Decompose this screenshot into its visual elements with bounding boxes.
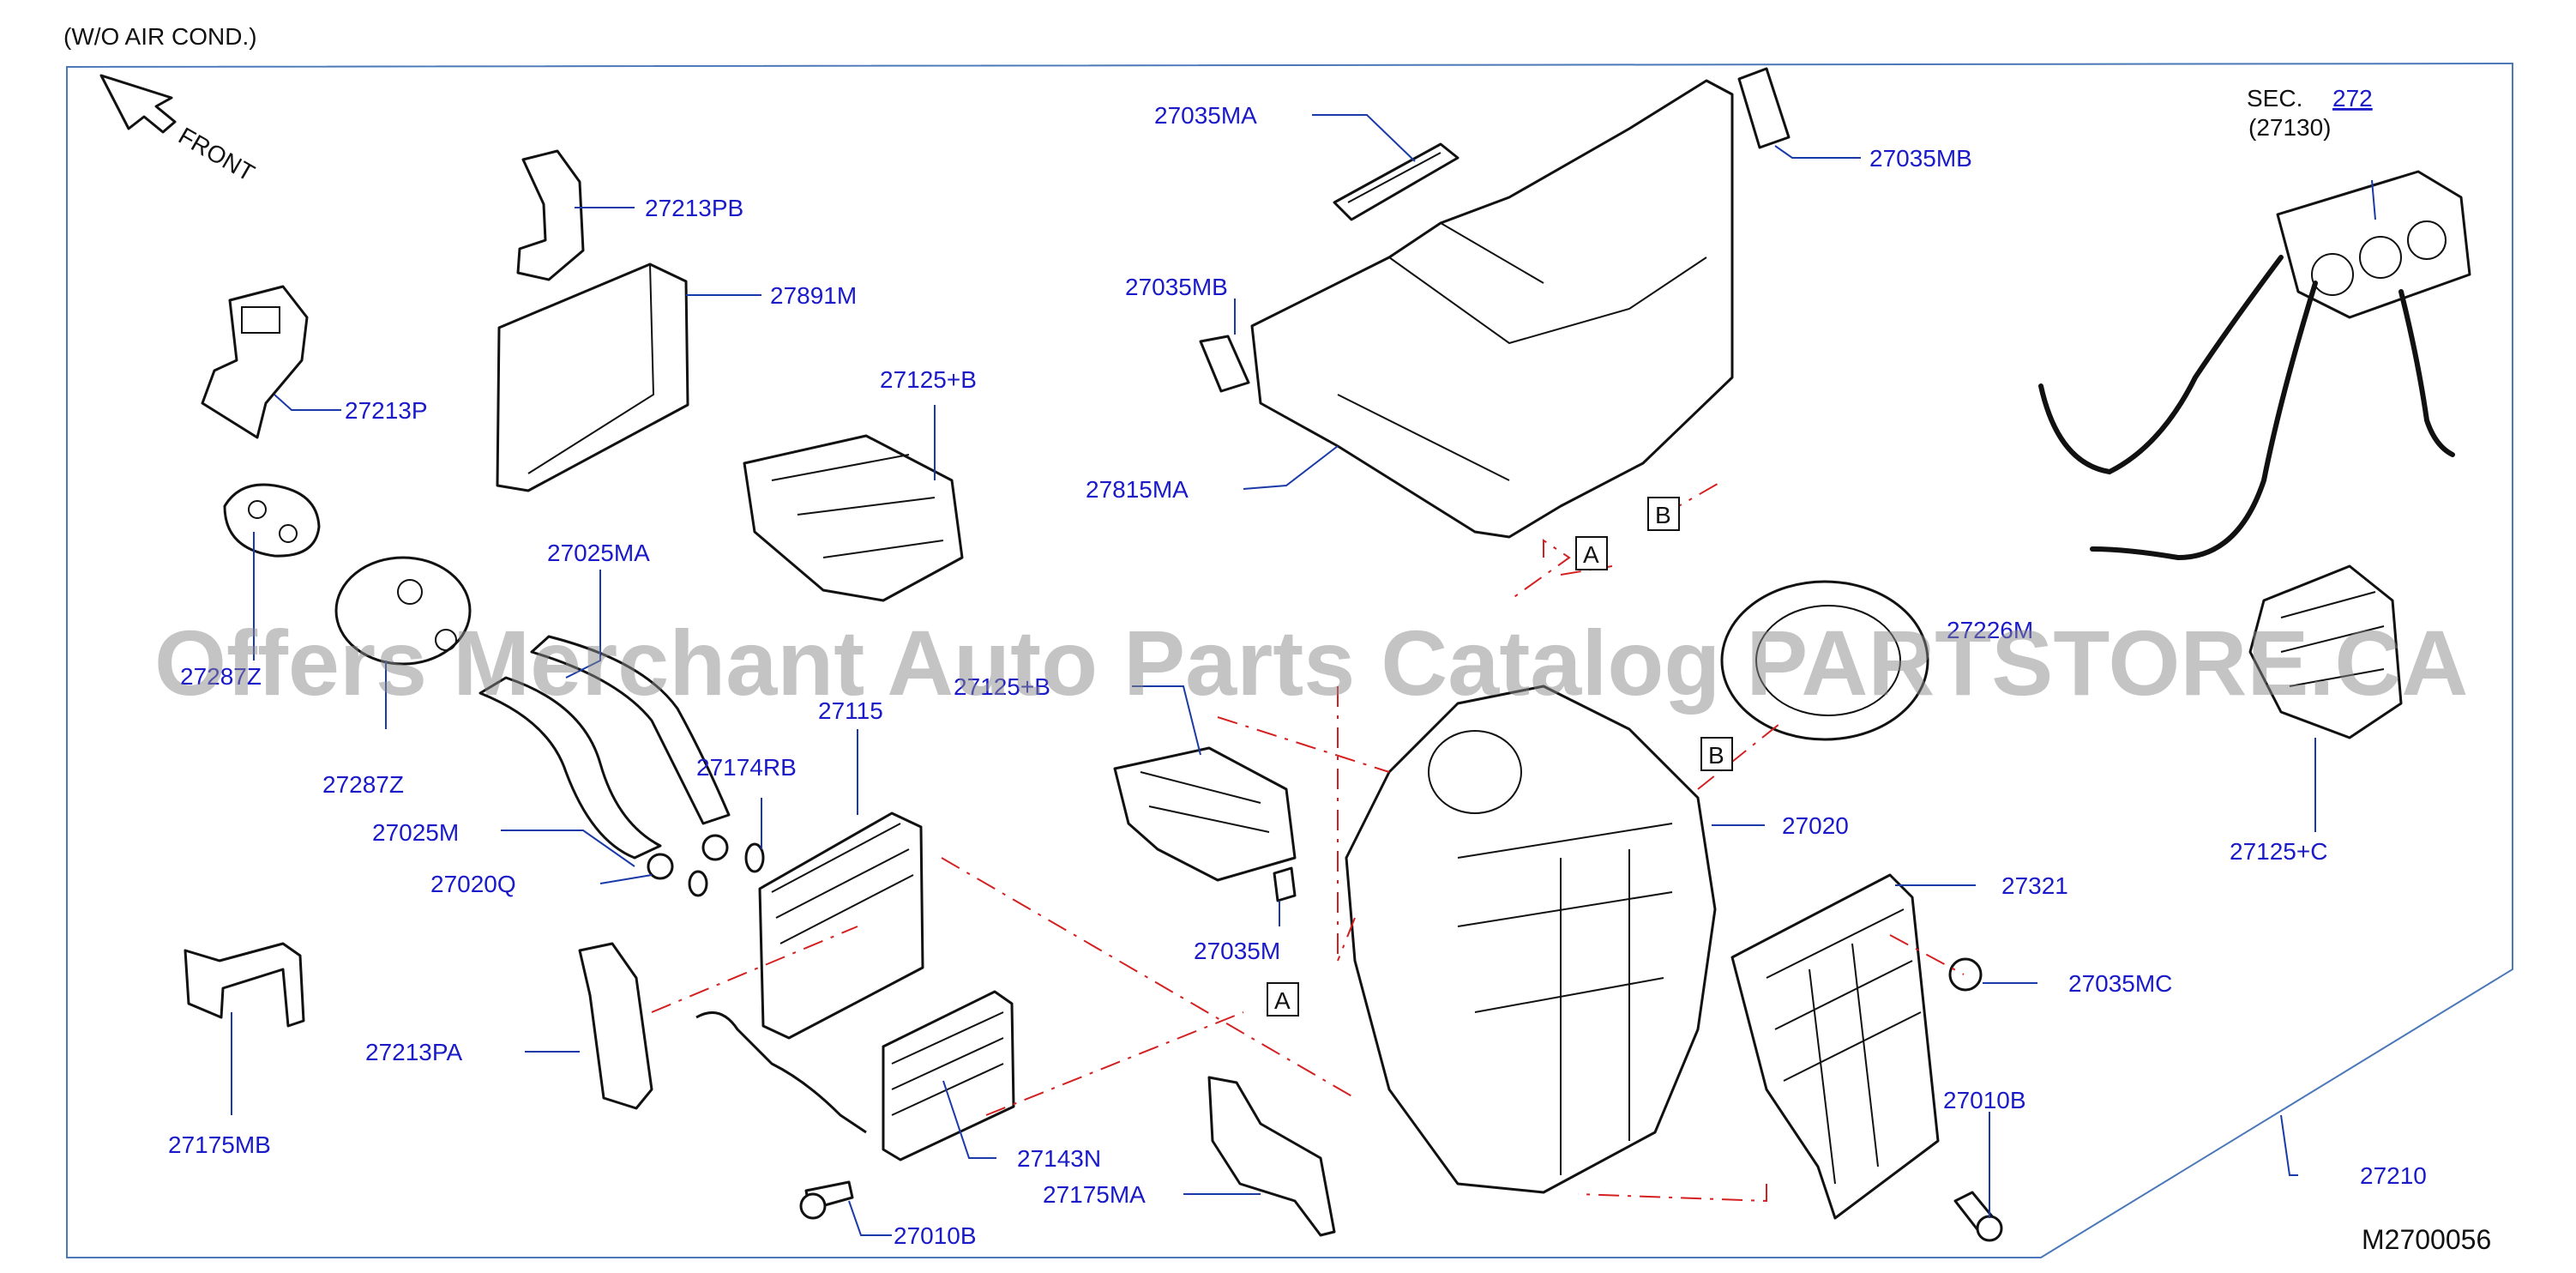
label-27213PA: 27213PA xyxy=(365,1039,462,1065)
bolt-27010B-left-shape xyxy=(799,1180,854,1220)
part-27020-shape xyxy=(1345,685,1717,1194)
section-ref-link[interactable]: 272 xyxy=(2332,85,2373,112)
view-marker-b-top-box xyxy=(1647,497,1680,531)
label-27035M: 27035M xyxy=(1194,938,1280,964)
label-27020Q: 27020Q xyxy=(430,871,516,897)
label-27035MC: 27035MC xyxy=(2068,970,2172,997)
section-ref-prefix: SEC. xyxy=(2247,85,2302,112)
diagram-code: M2700056 xyxy=(2362,1224,2491,1255)
label-27143N: 27143N xyxy=(1017,1145,1101,1172)
label-27025M: 27025M xyxy=(372,819,459,846)
part-27035MC-shape xyxy=(1948,957,1983,992)
part-27213PA-shape xyxy=(578,942,653,1110)
label-27321: 27321 xyxy=(2001,872,2068,899)
label-27125B-mid: 27125+B xyxy=(954,673,1050,700)
label-27175MA: 27175MA xyxy=(1043,1181,1146,1208)
label-27035MB-left: 27035MB xyxy=(1125,274,1228,300)
part-27035MB-left-shape xyxy=(1199,335,1250,393)
label-27125C: 27125+C xyxy=(2230,838,2327,865)
view-marker-b-top: B xyxy=(1655,502,1671,528)
label-27287Z-b: 27287Z xyxy=(322,771,404,798)
part-27321-shape xyxy=(1730,873,1940,1220)
part-27035MB-top-shape xyxy=(1737,67,1791,149)
label-27175MB: 27175MB xyxy=(168,1131,271,1158)
front-arrow-icon xyxy=(99,74,177,134)
diagram-frame xyxy=(66,62,2513,1258)
heater-hoses-shape xyxy=(478,635,765,897)
view-marker-a-top: A xyxy=(1583,541,1599,568)
front-label: FRONT xyxy=(174,122,259,186)
label-27213P: 27213P xyxy=(345,397,428,424)
bolt-27010B-right-shape xyxy=(1953,1191,2003,1242)
label-27210: 27210 xyxy=(2360,1162,2427,1189)
label-27010B-left: 27010B xyxy=(894,1222,977,1249)
label-27815MA: 27815MA xyxy=(1086,476,1189,503)
watermark-text: Offers Merchant Auto Parts Catalog PARTS… xyxy=(154,611,2468,715)
label-27115: 27115 xyxy=(818,697,883,724)
part-27115-shape xyxy=(758,811,924,1040)
part-27815MA-shape xyxy=(1250,79,1734,539)
view-marker-a-low-box xyxy=(1267,982,1299,1017)
label-27025MA: 27025MA xyxy=(547,540,650,566)
part-27125C-shape xyxy=(2248,564,2403,739)
part-27213PB-shape xyxy=(516,149,585,281)
part-27143N-shape xyxy=(695,990,1015,1161)
part-27175MB-shape xyxy=(184,942,305,1028)
label-27174RB: 27174RB xyxy=(696,754,797,781)
view-marker-a-top-box xyxy=(1575,536,1608,570)
label-27891M: 27891M xyxy=(770,282,857,309)
part-27287Z-large-shape xyxy=(334,556,472,666)
part-27175MA-shape xyxy=(1207,1076,1336,1237)
label-27035MA: 27035MA xyxy=(1154,102,1257,129)
part-27035MA-shape xyxy=(1333,142,1460,221)
label-27125B: 27125+B xyxy=(880,366,977,393)
view-marker-b-mid-box xyxy=(1700,737,1733,771)
mode-actuator-shape xyxy=(1113,746,1297,882)
part-27125B-shape xyxy=(743,434,964,602)
label-27035MB-top: 27035MB xyxy=(1869,145,1972,172)
leader-lines xyxy=(231,114,2376,1236)
reference-lines xyxy=(651,480,1965,1203)
part-27287Z-small-shape xyxy=(223,483,321,558)
label-27287Z-a: 27287Z xyxy=(180,663,262,690)
label-27213PB: 27213PB xyxy=(645,195,743,221)
label-27226M: 27226M xyxy=(1947,617,2033,643)
label-27020: 27020 xyxy=(1782,812,1849,839)
label-27010B-right: 27010B xyxy=(1943,1087,2026,1113)
part-27213P-shape xyxy=(201,285,309,439)
part-27130-shape xyxy=(2038,170,2471,561)
section-ref-sub: (27130) xyxy=(2248,114,2332,141)
part-27226M-shape xyxy=(1720,580,1929,741)
view-marker-a-low: A xyxy=(1274,987,1291,1014)
view-marker-b-mid: B xyxy=(1708,742,1724,769)
header-note: (W/O AIR COND.) xyxy=(63,23,257,50)
part-27891M-shape xyxy=(496,262,689,492)
part-27035M-shape xyxy=(1273,866,1297,902)
